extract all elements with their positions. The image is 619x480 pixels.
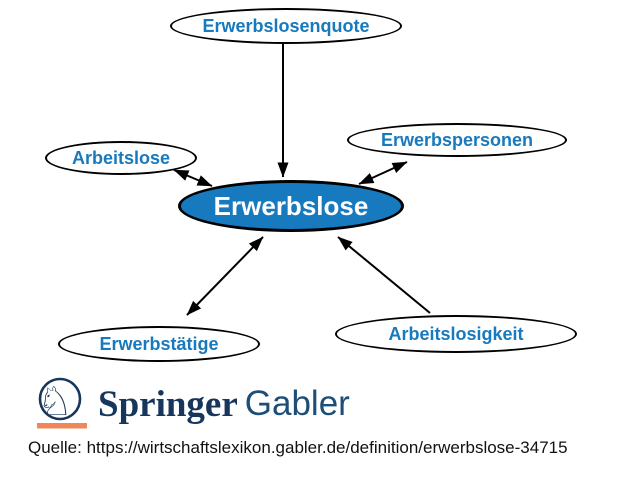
- node-label: Erwerbstätige: [99, 333, 219, 354]
- node-label: Erwerbspersonen: [380, 129, 534, 150]
- svg-text:♘: ♘: [37, 379, 73, 425]
- springer-gabler-logo: ♘ Springer Gabler: [30, 376, 350, 432]
- node-label: Arbeitslosigkeit: [388, 323, 524, 344]
- node-arbeitslosigkeit[interactable]: Arbeitslosigkeit: [335, 315, 577, 353]
- node-label: Erwerbslosenquote: [202, 15, 370, 36]
- springer-horse-knight-icon: ♘: [37, 377, 87, 429]
- node-erwerbslose-center[interactable]: Erwerbslose: [178, 180, 404, 232]
- node-label: Arbeitslose: [71, 147, 171, 168]
- logo-brand-text: Springer: [98, 383, 238, 425]
- node-erwerbstaetige[interactable]: Erwerbstätige: [58, 326, 260, 362]
- node-erwerbslosenquote[interactable]: Erwerbslosenquote: [170, 8, 402, 44]
- logo-suffix-text: Gabler: [244, 384, 350, 423]
- node-arbeitslose[interactable]: Arbeitslose: [45, 141, 197, 175]
- node-erwerbspersonen[interactable]: Erwerbspersonen: [347, 123, 567, 157]
- center-node-label: Erwerbslose: [213, 190, 369, 221]
- source-line: Quelle: https://wirtschaftslexikon.gable…: [28, 438, 568, 457]
